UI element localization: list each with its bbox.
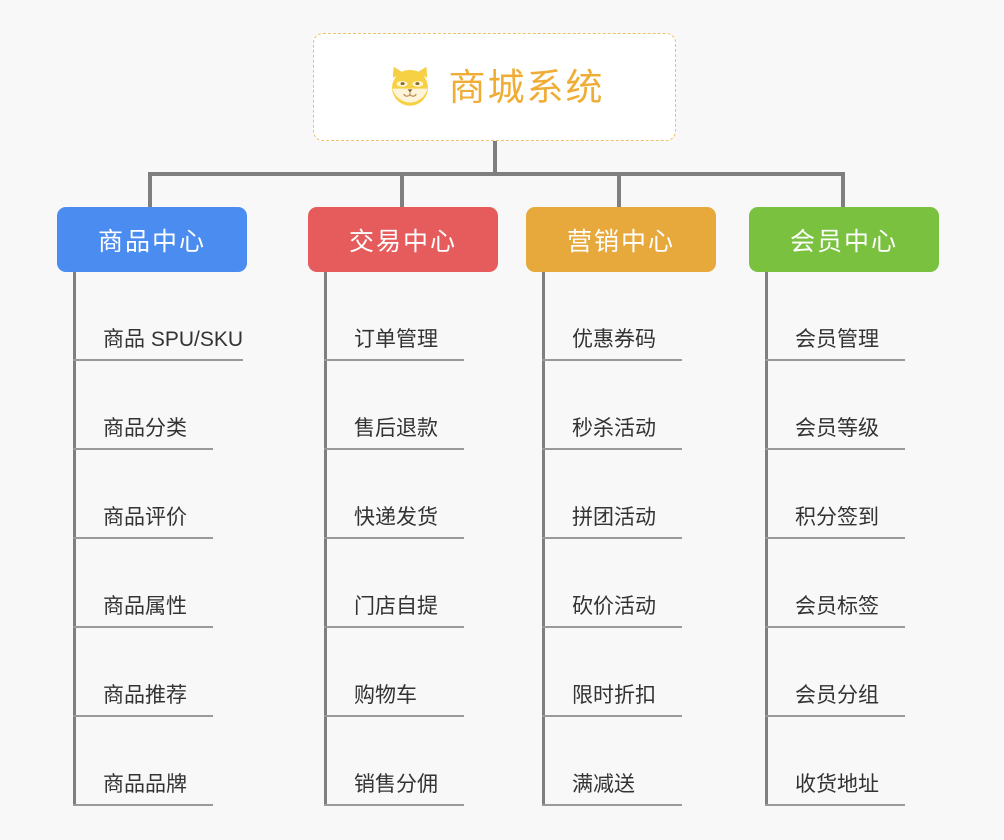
leaf-label: 门店自提 xyxy=(324,596,464,628)
leaf-label: 会员标签 xyxy=(765,596,905,628)
leaf-item[interactable]: 优惠券码 xyxy=(542,272,716,361)
connector-drop-1 xyxy=(148,172,152,208)
leaf-item[interactable]: 售后退款 xyxy=(324,361,498,450)
leaf-label: 商品推荐 xyxy=(73,685,213,717)
leaf-label: 会员分组 xyxy=(765,685,905,717)
leaf-label: 会员管理 xyxy=(765,329,905,361)
leaf-label: 满减送 xyxy=(542,774,682,806)
leaf-label: 商品评价 xyxy=(73,507,213,539)
connector-root-stem xyxy=(493,141,497,175)
leaf-label: 购物车 xyxy=(324,685,464,717)
leaf-spine-1 xyxy=(73,272,76,806)
leaf-item[interactable]: 满减送 xyxy=(542,717,716,806)
leaf-item[interactable]: 限时折扣 xyxy=(542,628,716,717)
leaf-label: 售后退款 xyxy=(324,418,464,450)
leaf-label: 收货地址 xyxy=(765,774,905,806)
leaf-item[interactable]: 收货地址 xyxy=(765,717,939,806)
leaf-label: 商品属性 xyxy=(73,596,213,628)
leaf-label: 销售分佣 xyxy=(324,774,464,806)
leaf-item[interactable]: 商品分类 xyxy=(73,361,247,450)
leaf-label: 会员等级 xyxy=(765,418,905,450)
leaf-item[interactable]: 商品 SPU/SKU xyxy=(73,272,247,361)
root-title: 商城系统 xyxy=(448,66,605,108)
leaf-label: 订单管理 xyxy=(324,329,464,361)
leaf-item[interactable]: 商品品牌 xyxy=(73,717,247,806)
leaf-item[interactable]: 会员标签 xyxy=(765,539,939,628)
leaf-item[interactable]: 砍价活动 xyxy=(542,539,716,628)
leaf-item[interactable]: 门店自提 xyxy=(324,539,498,628)
root-node[interactable]: 商城系统 xyxy=(313,33,676,141)
branch-header-4[interactable]: 会员中心 xyxy=(749,207,939,272)
branch-header-2[interactable]: 交易中心 xyxy=(308,207,498,272)
leaf-item[interactable]: 积分签到 xyxy=(765,450,939,539)
leaf-spine-3 xyxy=(542,272,545,806)
leaf-item[interactable]: 会员等级 xyxy=(765,361,939,450)
leaf-item[interactable]: 会员管理 xyxy=(765,272,939,361)
leaf-item[interactable]: 商品评价 xyxy=(73,450,247,539)
branch-column-1: 商品中心 商品 SPU/SKU 商品分类 商品评价 商品属性 商品推荐 商品品牌 xyxy=(57,207,247,806)
leaf-item[interactable]: 商品属性 xyxy=(73,539,247,628)
leaf-item[interactable]: 拼团活动 xyxy=(542,450,716,539)
leaf-label: 商品品牌 xyxy=(73,774,213,806)
leaf-label: 积分签到 xyxy=(765,507,905,539)
leaf-stack-1: 商品 SPU/SKU 商品分类 商品评价 商品属性 商品推荐 商品品牌 xyxy=(73,272,247,806)
connector-drop-3 xyxy=(617,172,621,208)
leaf-stack-4: 会员管理 会员等级 积分签到 会员标签 会员分组 收货地址 xyxy=(765,272,939,806)
leaf-item[interactable]: 秒杀活动 xyxy=(542,361,716,450)
leaf-item[interactable]: 商品推荐 xyxy=(73,628,247,717)
leaf-item[interactable]: 购物车 xyxy=(324,628,498,717)
branch-header-3[interactable]: 营销中心 xyxy=(526,207,716,272)
leaf-label: 秒杀活动 xyxy=(542,418,682,450)
branch-column-2: 交易中心 订单管理 售后退款 快递发货 门店自提 购物车 销售分佣 xyxy=(308,207,498,806)
branch-column-4: 会员中心 会员管理 会员等级 积分签到 会员标签 会员分组 收货地址 xyxy=(749,207,939,806)
leaf-item[interactable]: 订单管理 xyxy=(324,272,498,361)
branch-header-1[interactable]: 商品中心 xyxy=(57,207,247,272)
branch-header-2-label: 交易中心 xyxy=(348,227,457,256)
leaf-label: 限时折扣 xyxy=(542,685,682,717)
leaf-label: 拼团活动 xyxy=(542,507,682,539)
leaf-stack-2: 订单管理 售后退款 快递发货 门店自提 购物车 销售分佣 xyxy=(324,272,498,806)
branch-header-1-label: 商品中心 xyxy=(97,227,206,256)
leaf-label: 优惠券码 xyxy=(542,329,682,361)
shiba-dog-icon xyxy=(391,66,428,106)
leaf-label: 商品 SPU/SKU xyxy=(73,329,244,361)
branch-header-3-label: 营销中心 xyxy=(566,227,675,256)
connector-drop-4 xyxy=(841,172,845,208)
branch-column-3: 营销中心 优惠券码 秒杀活动 拼团活动 砍价活动 限时折扣 满减送 xyxy=(526,207,716,806)
leaf-label: 商品分类 xyxy=(73,418,213,450)
connector-drop-2 xyxy=(400,172,404,208)
leaf-item[interactable]: 会员分组 xyxy=(765,628,939,717)
leaf-item[interactable]: 销售分佣 xyxy=(324,717,498,806)
leaf-item[interactable]: 快递发货 xyxy=(324,450,498,539)
branch-header-4-label: 会员中心 xyxy=(789,227,898,256)
leaf-spine-4 xyxy=(765,272,768,806)
connector-horizontal-bus xyxy=(148,172,845,176)
leaf-spine-2 xyxy=(324,272,327,806)
leaf-stack-3: 优惠券码 秒杀活动 拼团活动 砍价活动 限时折扣 满减送 xyxy=(542,272,716,806)
leaf-label: 砍价活动 xyxy=(542,596,682,628)
leaf-label: 快递发货 xyxy=(324,507,464,539)
